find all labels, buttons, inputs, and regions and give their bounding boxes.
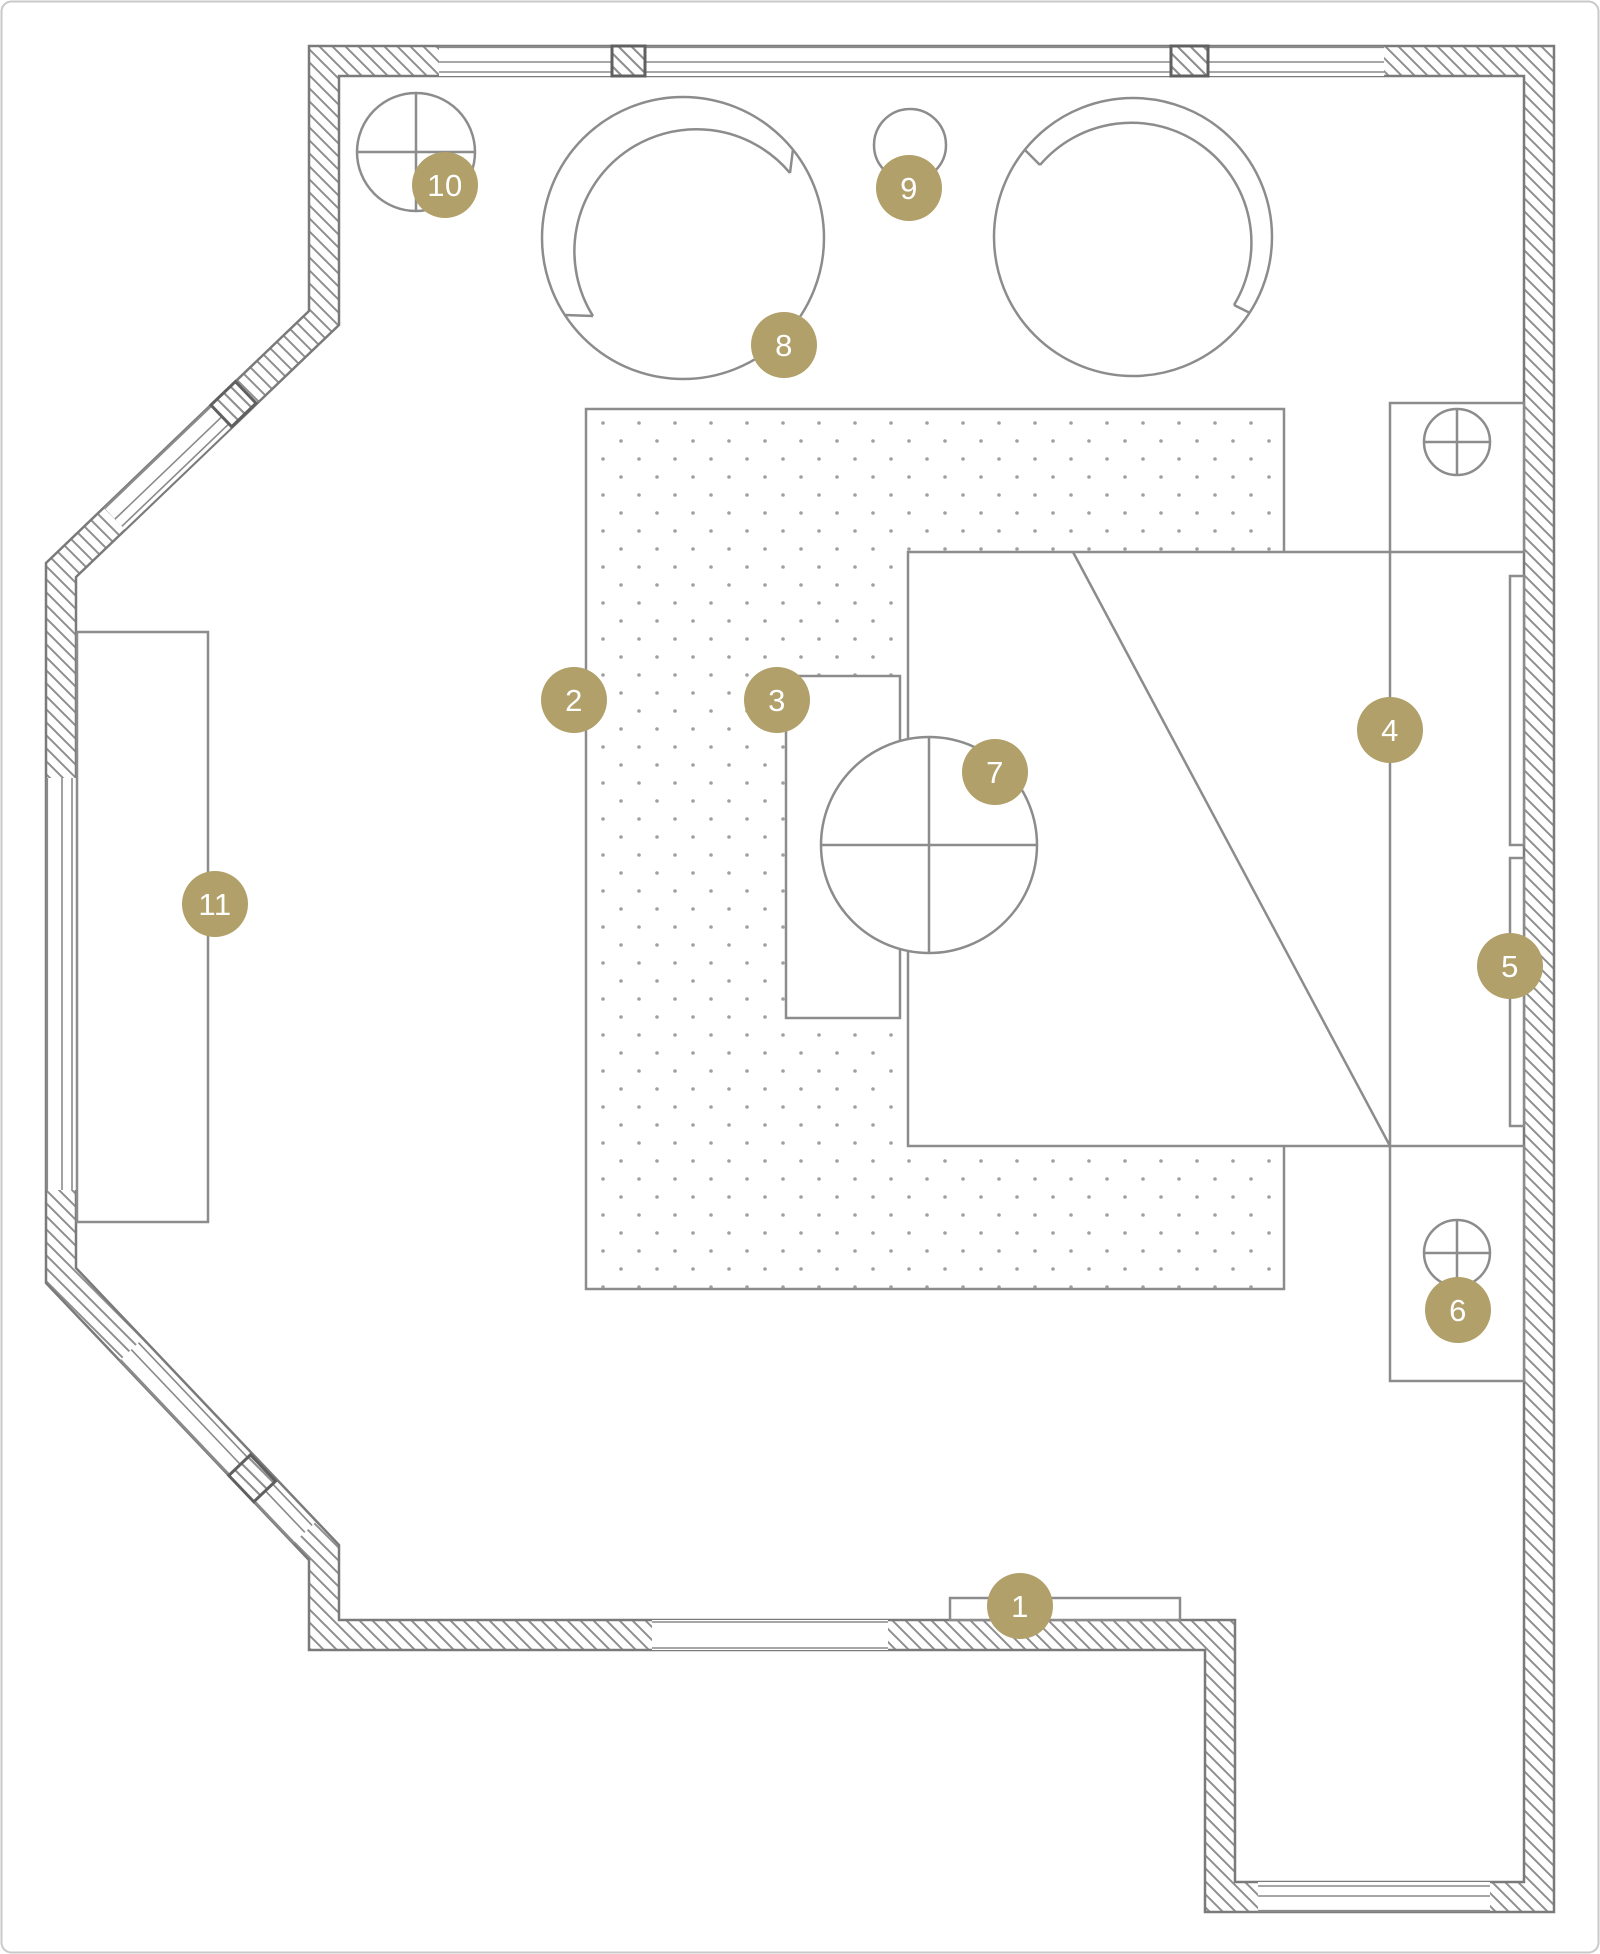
armchair-backrest-stub bbox=[1024, 149, 1041, 166]
marker-label: 6 bbox=[1449, 1293, 1467, 1328]
wall-diagonal-upper bbox=[103, 379, 259, 530]
window-pane-line bbox=[130, 1348, 241, 1466]
wall-pillar bbox=[610, 44, 647, 78]
window bbox=[46, 778, 76, 1190]
window-pane-line bbox=[137, 1342, 249, 1459]
marker-label: 8 bbox=[775, 328, 793, 363]
radiator-bottom-outline bbox=[948, 1596, 1182, 1622]
window-pane-line bbox=[264, 1490, 306, 1533]
marker-2[interactable]: 2 bbox=[541, 667, 607, 733]
bed-throw-fold-line bbox=[1071, 551, 1392, 1147]
marker-6[interactable]: 6 bbox=[1425, 1277, 1491, 1343]
marker-circle[interactable] bbox=[744, 667, 810, 733]
marker-label: 3 bbox=[768, 683, 786, 718]
window bbox=[1208, 46, 1385, 76]
radiator-bottom bbox=[948, 1596, 1182, 1622]
armchair-backrest-stub bbox=[788, 148, 795, 174]
wall-pillar bbox=[226, 1452, 278, 1504]
wall-pillar bbox=[1169, 44, 1210, 78]
armchair-backrest-arc bbox=[573, 128, 791, 317]
window-pane-line bbox=[253, 1500, 295, 1544]
marker-label: 10 bbox=[427, 168, 462, 203]
armchair-backrest-arc bbox=[1039, 121, 1253, 306]
marker-circle[interactable] bbox=[987, 1573, 1053, 1639]
wall-left bbox=[45, 777, 76, 1190]
marker-label: 4 bbox=[1381, 713, 1399, 748]
marker-circle[interactable] bbox=[962, 739, 1028, 805]
wall-top bbox=[438, 44, 1385, 78]
armchair-backrest-stub bbox=[1233, 303, 1251, 315]
wall-bottom bbox=[651, 1620, 888, 1650]
marker-circle[interactable] bbox=[751, 312, 817, 378]
marker-circle[interactable] bbox=[876, 155, 942, 221]
marker-8[interactable]: 8 bbox=[751, 312, 817, 378]
marker-10[interactable]: 10 bbox=[412, 152, 478, 218]
wall-panel-upper-outline bbox=[1508, 574, 1526, 847]
marker-5[interactable]: 5 bbox=[1477, 933, 1543, 999]
window-pane-line bbox=[272, 1483, 313, 1527]
marker-3[interactable]: 3 bbox=[744, 667, 810, 733]
window bbox=[439, 46, 612, 76]
armchair-seat-outline bbox=[992, 96, 1274, 378]
console-left-outline bbox=[75, 630, 210, 1224]
armchair-left bbox=[540, 95, 826, 381]
marker-label: 9 bbox=[900, 171, 918, 206]
wall-bump-bottom bbox=[1258, 1882, 1490, 1913]
marker-circle[interactable] bbox=[1357, 697, 1423, 763]
wall-diagonal-lower bbox=[119, 1339, 315, 1544]
console-left bbox=[75, 630, 210, 1224]
marker-label: 5 bbox=[1501, 949, 1519, 984]
marker-label: 2 bbox=[565, 683, 583, 718]
marker-7[interactable]: 7 bbox=[962, 739, 1028, 805]
markers-group: 1 2 3 4 5 6 7 8 9 10 11 bbox=[182, 152, 1543, 1639]
wall-pillar bbox=[208, 379, 259, 429]
armchair-seat-outline bbox=[540, 95, 826, 381]
marker-circle[interactable] bbox=[412, 152, 478, 218]
door-opening bbox=[652, 1620, 888, 1650]
marker-circle[interactable] bbox=[182, 871, 248, 937]
marker-1[interactable]: 1 bbox=[987, 1573, 1053, 1639]
window-pane-line bbox=[119, 1359, 231, 1476]
marker-circle[interactable] bbox=[1477, 933, 1543, 999]
walls-group bbox=[44, 44, 1556, 1914]
marker-9[interactable]: 9 bbox=[876, 155, 942, 221]
armchair-backrest-stub bbox=[564, 313, 594, 318]
marker-11[interactable]: 11 bbox=[182, 871, 248, 937]
window bbox=[645, 46, 1171, 76]
marker-label: 11 bbox=[198, 887, 231, 922]
marker-label: 7 bbox=[986, 755, 1004, 790]
armchair-right bbox=[992, 96, 1274, 378]
ceiling-light-top bbox=[1422, 407, 1492, 477]
marker-circle[interactable] bbox=[1425, 1277, 1491, 1343]
window-pane-line bbox=[121, 423, 230, 527]
wall-panel-upper bbox=[1508, 574, 1526, 847]
marker-label: 1 bbox=[1011, 1589, 1029, 1624]
marker-circle[interactable] bbox=[541, 667, 607, 733]
window-pane-line bbox=[114, 415, 223, 520]
window-pane-line bbox=[103, 404, 213, 510]
window bbox=[1258, 1882, 1490, 1912]
marker-4[interactable]: 4 bbox=[1357, 697, 1423, 763]
ceiling-light-bottom bbox=[1422, 1218, 1492, 1288]
